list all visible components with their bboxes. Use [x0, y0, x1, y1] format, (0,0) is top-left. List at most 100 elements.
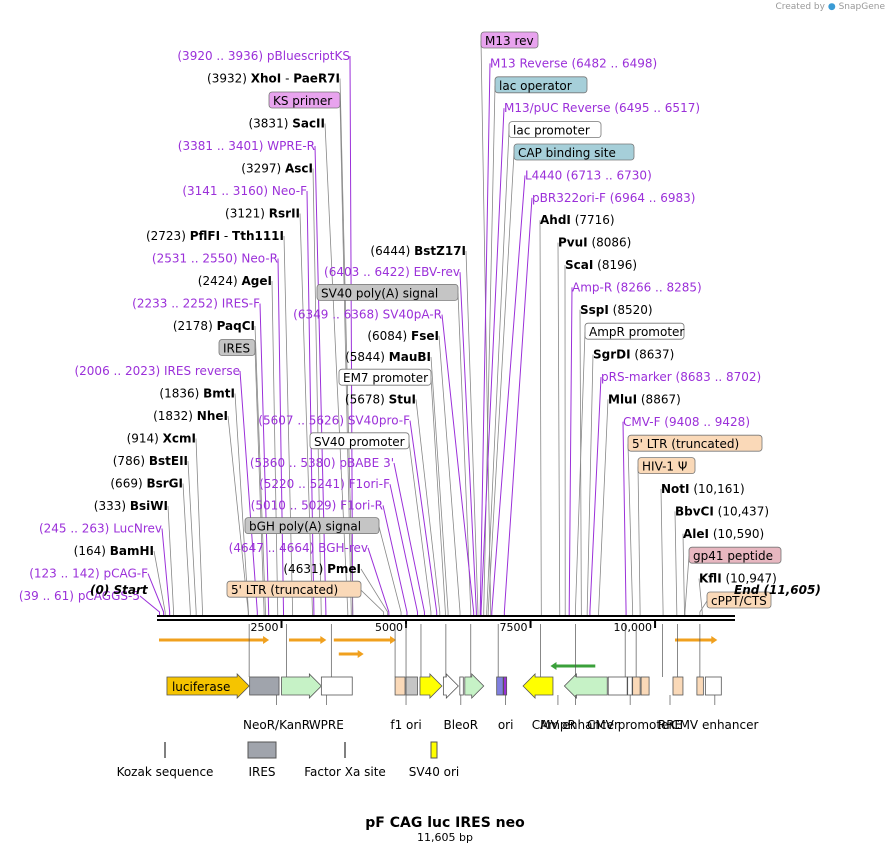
label-name: Amp-R — [572, 280, 612, 294]
site-label-bsrgi: (669) BsrGI — [110, 477, 183, 491]
label-name: PaqCI — [217, 319, 255, 333]
leader-line — [684, 556, 690, 616]
label-number: (5678) — [345, 392, 389, 406]
leader-line — [486, 130, 510, 616]
label-name: MauBI — [389, 350, 431, 364]
feature-arrow — [464, 673, 485, 699]
label-number: (8086) — [588, 236, 632, 250]
map-title: pF CAG luc IRES neo — [365, 815, 525, 831]
feature-box — [405, 676, 418, 696]
label-text: (6444) BstZ17I — [370, 244, 466, 258]
leader-line — [147, 573, 165, 616]
feature-box — [459, 676, 464, 696]
label-number: (333) — [94, 499, 130, 513]
leader-line — [698, 578, 703, 616]
label-name: L4440 — [525, 168, 562, 182]
label-text: pRS-marker (8683 .. 8702) — [601, 370, 761, 384]
label-name: Neo-F — [272, 184, 307, 198]
feature-label: CMV enhancer — [671, 718, 758, 732]
end-label: End (11,605) — [734, 583, 821, 597]
label-number: (7716) — [571, 213, 615, 227]
legend-symbol — [430, 741, 438, 759]
leader-line — [239, 370, 258, 616]
label-text: (3297) AscI — [241, 162, 313, 176]
leader-line — [153, 550, 166, 616]
end-position: (11,605) — [759, 583, 820, 597]
label-number: (2531 .. 2550) — [152, 252, 242, 266]
leader-line — [283, 235, 294, 616]
site-label-sspi: SspI (8520) — [580, 303, 653, 317]
site-label-hiv-1-: HIV-1 Ψ — [637, 457, 696, 475]
label-text: CMV-F (9408 .. 9428) — [623, 415, 750, 429]
site-label-paqci: (2178) PaqCI — [173, 319, 255, 333]
leader-line — [314, 145, 327, 616]
label-number: (8867) — [637, 392, 681, 406]
label-text: (6349 .. 6368) SV40pA-R — [293, 308, 442, 322]
site-label-alei: AleI (10,590) — [683, 527, 764, 541]
label-text: SspI (8520) — [580, 303, 653, 317]
site-label-agei: (2424) AgeI — [198, 274, 272, 288]
label-text: pBR322ori-F (6964 .. 6983) — [532, 191, 695, 205]
created-by-text: Created by — [775, 2, 825, 12]
label-extra: Tth111I — [232, 229, 284, 243]
label-text: SV40 poly(A) signal — [321, 286, 438, 300]
site-label-cmv-f: CMV-F (9408 .. 9428) — [623, 415, 750, 429]
site-label-bbvci: BbvCI (10,437) — [675, 504, 769, 518]
label-text: (123 .. 142) pCAG-F — [29, 567, 148, 581]
feature-ampr — [563, 673, 608, 699]
label-number: (10,161) — [690, 482, 745, 496]
feature-f1ori — [419, 673, 443, 699]
site-label-l4440: L4440 (6713 .. 6730) — [525, 168, 652, 182]
site-label-pbr322ori-f: pBR322ori-F (6964 .. 6983) — [532, 191, 695, 205]
label-text: (5678) StuI — [345, 392, 416, 406]
leader-line — [457, 293, 472, 616]
site-label-f1ori-f: (5220 .. 5241) F1ori-F — [259, 477, 390, 491]
start-name: Start — [114, 583, 149, 597]
label-text: M13 Reverse (6482 .. 6498) — [490, 56, 657, 70]
start-label: (0) Start — [90, 583, 149, 597]
label-number: (10,590) — [709, 527, 764, 541]
label-name: BbvCI — [675, 504, 714, 518]
feature-box — [627, 676, 633, 696]
site-label-neo-r: (2531 .. 2550) Neo-R — [152, 252, 278, 266]
site-label-bmti: (1836) BmtI — [159, 387, 235, 401]
label-name: ScaI — [565, 258, 593, 272]
label-text: (39 .. 61) pCAGGS-5 — [19, 589, 140, 603]
label-text: M13/pUC Reverse (6495 .. 6517) — [504, 101, 700, 115]
leader-line — [360, 568, 389, 616]
label-box — [627, 434, 763, 452]
label-text: HIV-1 Ψ — [642, 460, 687, 474]
feature-label: NeoR/KanR — [243, 718, 310, 732]
site-label-bsiwi: (333) BsiWI — [94, 499, 168, 513]
site-label-prs-marker: pRS-marker (8683 .. 8702) — [601, 370, 761, 384]
label-text: AhdI (7716) — [540, 213, 615, 227]
label-number: (2723) — [146, 229, 190, 243]
label-number: (3920 .. 3936) — [177, 49, 267, 63]
leader-line — [674, 511, 678, 616]
leader-line — [415, 399, 441, 616]
site-label-fsei: (6084) FseI — [367, 329, 439, 343]
orange-arrow-head — [357, 650, 364, 658]
label-number: (3297) — [241, 162, 285, 176]
label-number: (245 .. 263) — [39, 522, 113, 536]
site-label-ires: IRES — [218, 339, 256, 356]
label-text: (333) BsiWI — [94, 499, 168, 513]
label-name: BmtI — [203, 387, 235, 401]
label-number: (3932) — [207, 72, 251, 86]
leader-line — [491, 175, 526, 616]
site-label-sv40pa-r: (6349 .. 6368) SV40pA-R — [293, 308, 442, 322]
label-dash: - — [281, 72, 293, 86]
feature-ori — [522, 673, 554, 699]
label-text: 5' LTR (truncated) — [231, 583, 338, 597]
label-name: M13 Reverse — [490, 56, 568, 70]
label-text: Amp-R (8266 .. 8285) — [572, 280, 702, 294]
feature-rre — [672, 676, 684, 696]
leader-line — [271, 280, 279, 616]
tick-label: 7500 — [500, 621, 528, 634]
label-number: (1836) — [159, 387, 203, 401]
site-label-5-ltr-truncated-: 5' LTR (truncated) — [226, 580, 362, 598]
label-number: (164) — [74, 544, 110, 558]
legend-item-sv40-ori: SV40 ori — [409, 741, 459, 779]
feature-label: ori — [498, 718, 514, 732]
